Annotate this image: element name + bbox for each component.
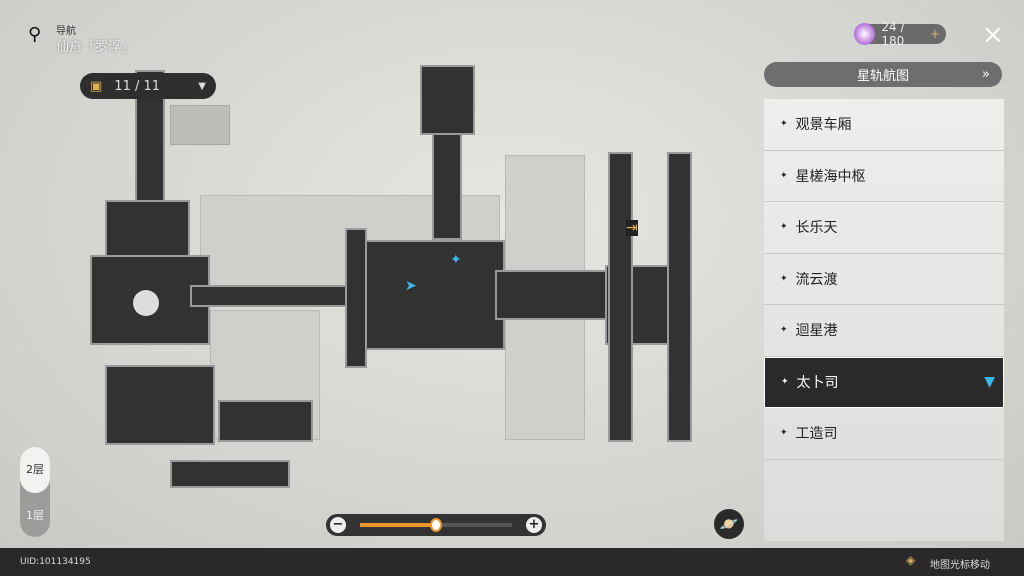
- map-plaza: [133, 290, 159, 316]
- uid-text: UID:101134195: [20, 557, 91, 567]
- area-label: 工造司: [795, 426, 838, 443]
- double-chevron-right-icon: »: [982, 67, 990, 82]
- area-label: 星槎海中枢: [795, 168, 866, 185]
- location-pin-icon: ⚲: [28, 24, 42, 45]
- star-icon: ✦: [780, 273, 788, 284]
- map-room: [105, 200, 190, 260]
- location-name: 仙舟「罗浮」: [56, 40, 135, 55]
- map-corridor: [170, 460, 290, 488]
- zoom-slider[interactable]: [360, 518, 512, 532]
- star-icon: ✦: [780, 119, 788, 130]
- floor-label: 1层: [26, 509, 44, 522]
- map-area: [170, 105, 230, 145]
- player-arrow-icon: ➤: [405, 278, 417, 294]
- area-item-selected[interactable]: ✦ 太卜司 ▼: [764, 356, 1004, 408]
- current-location-marker-icon: ▼: [984, 374, 995, 391]
- map-room: [218, 400, 313, 442]
- area-label: 太卜司: [796, 375, 839, 392]
- map-corridor: [608, 152, 633, 442]
- star-icon: ✦: [780, 222, 788, 233]
- area-list[interactable]: ✦ 观景车厢 ✦ 星槎海中枢 ✦ 长乐天 ✦ 流云渡 ✦ 迴星港 ✦ 太卜司 ▼ ✦ 工造司: [764, 99, 1004, 541]
- exit-icon[interactable]: ⇥: [626, 220, 638, 236]
- add-stamina-button[interactable]: +: [929, 27, 940, 41]
- floor-label: 2层: [26, 463, 44, 476]
- area-item[interactable]: ✦ 迴星港: [764, 305, 1004, 357]
- planet-icon[interactable]: 🪐: [714, 509, 744, 539]
- area-label: 长乐天: [795, 220, 838, 237]
- footer-bar: UID:101134195 ◈ 地图光标移动: [0, 548, 1024, 576]
- floor-selector: 2层 1层: [20, 447, 50, 537]
- area-label: 流云渡: [795, 271, 838, 288]
- chest-count: 11 / 11: [114, 78, 161, 94]
- star-rail-map-button[interactable]: 星轨航图 »: [764, 62, 1002, 87]
- chest-counter-dropdown[interactable]: ▣ 11 / 11 ▼: [80, 73, 216, 99]
- cursor-move-hint: 地图光标移动: [930, 560, 990, 571]
- map-room: [105, 365, 215, 445]
- zoom-slider-thumb[interactable]: [430, 518, 442, 532]
- star-icon: ✦: [780, 325, 788, 336]
- map-corridor: [495, 270, 615, 320]
- zoom-out-button[interactable]: −: [330, 517, 346, 533]
- area-label: 迴星港: [795, 323, 838, 340]
- star-rail-map-label: 星轨航图: [856, 69, 909, 84]
- area-item[interactable]: ✦ 星槎海中枢: [764, 151, 1004, 202]
- zoom-slider-fill: [360, 523, 436, 527]
- area-item[interactable]: ✦ 工造司: [764, 408, 1004, 460]
- star-icon: ✦: [780, 170, 788, 181]
- area-item[interactable]: ✦ 观景车厢: [764, 99, 1004, 151]
- zoom-control: − +: [326, 514, 546, 536]
- trailblaze-power: 24 / 180 +: [854, 20, 946, 48]
- star-icon: ✦: [780, 428, 788, 439]
- teleport-anchor-icon[interactable]: ✦: [450, 252, 462, 268]
- chevron-down-icon: ▼: [198, 80, 206, 92]
- map-corridor: [667, 152, 692, 442]
- floor-2-button[interactable]: 2层: [20, 447, 50, 493]
- map-corridor: [432, 130, 462, 240]
- map-corridor: [190, 285, 350, 307]
- stamina-value: 24 / 180: [881, 20, 905, 48]
- chest-icon: ▣: [90, 78, 103, 94]
- joystick-icon: ◈: [906, 553, 916, 567]
- nav-label: 导航: [56, 26, 76, 37]
- trailblaze-power-icon: [854, 23, 876, 45]
- area-label: 观景车厢: [795, 117, 852, 134]
- map-room: [365, 240, 505, 350]
- area-item[interactable]: ✦ 长乐天: [764, 202, 1004, 254]
- zoom-in-button[interactable]: +: [526, 517, 542, 533]
- floor-1-button[interactable]: 1层: [20, 493, 50, 523]
- map-corridor: [345, 228, 367, 368]
- area-item[interactable]: ✦ 流云渡: [764, 254, 1004, 305]
- close-icon[interactable]: ×: [982, 20, 1004, 50]
- star-icon: ✦: [781, 377, 789, 388]
- map-room: [420, 65, 475, 135]
